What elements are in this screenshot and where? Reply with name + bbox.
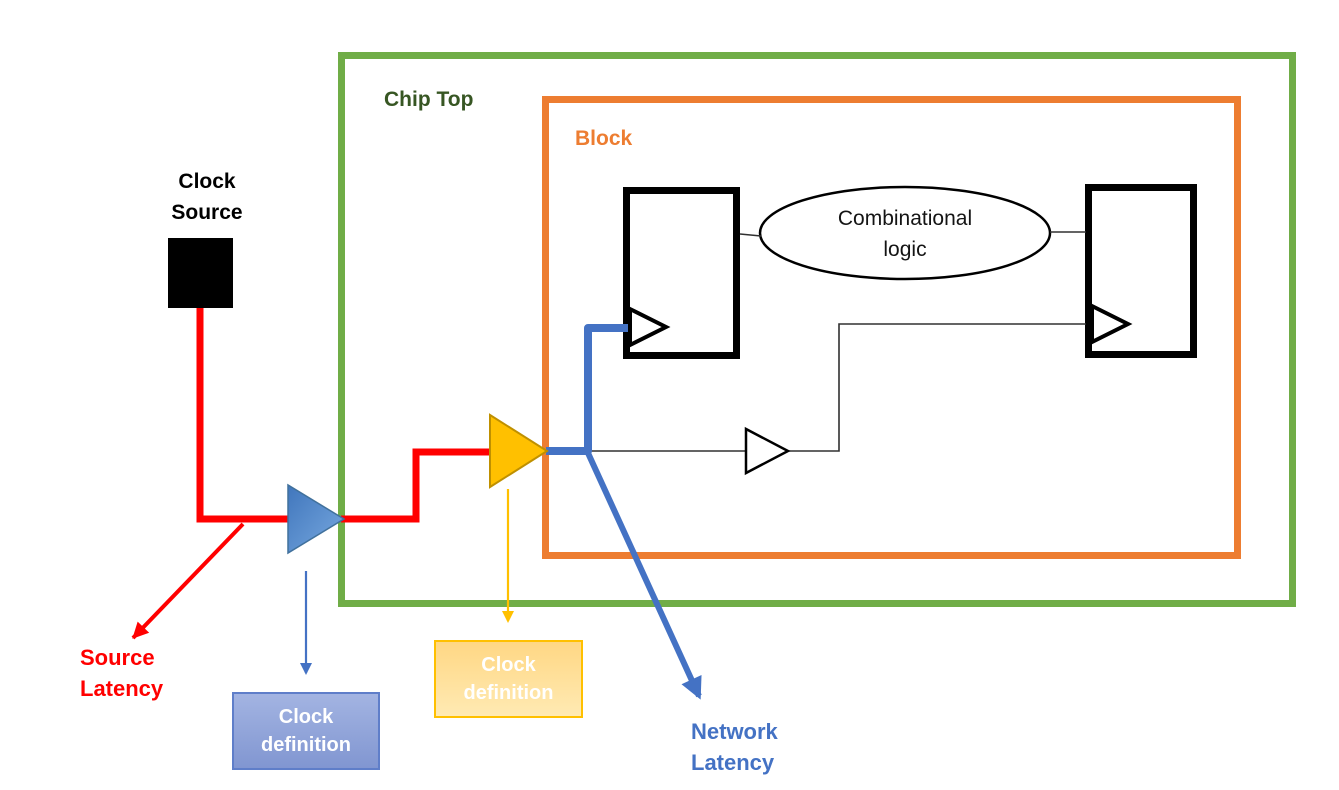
clock-source-box	[168, 238, 233, 308]
chip-top-label: Chip Top	[384, 88, 474, 111]
source-latency-label: Source Latency	[80, 645, 164, 701]
source-clock-path-1	[196, 308, 290, 523]
block-boundary	[542, 96, 1241, 559]
block-label: Block	[575, 127, 633, 150]
clock-definition-box-blue: Clock definition	[232, 692, 380, 770]
chip-top-boundary	[338, 52, 1296, 607]
clock-definition-box-blue-label: Clock definition	[261, 706, 351, 756]
network-latency-label: Network Latency	[691, 719, 778, 775]
clock-definition-box-gold: Clock definition	[434, 640, 583, 718]
source-latency-arrow	[131, 522, 245, 640]
clock-definition-box-gold-label: Clock definition	[463, 654, 554, 704]
combinational-logic-label: Combinational logic	[837, 207, 973, 261]
top-clock-buffer-blue-icon	[287, 483, 346, 555]
clock-source-label: Clock Source	[171, 170, 243, 224]
